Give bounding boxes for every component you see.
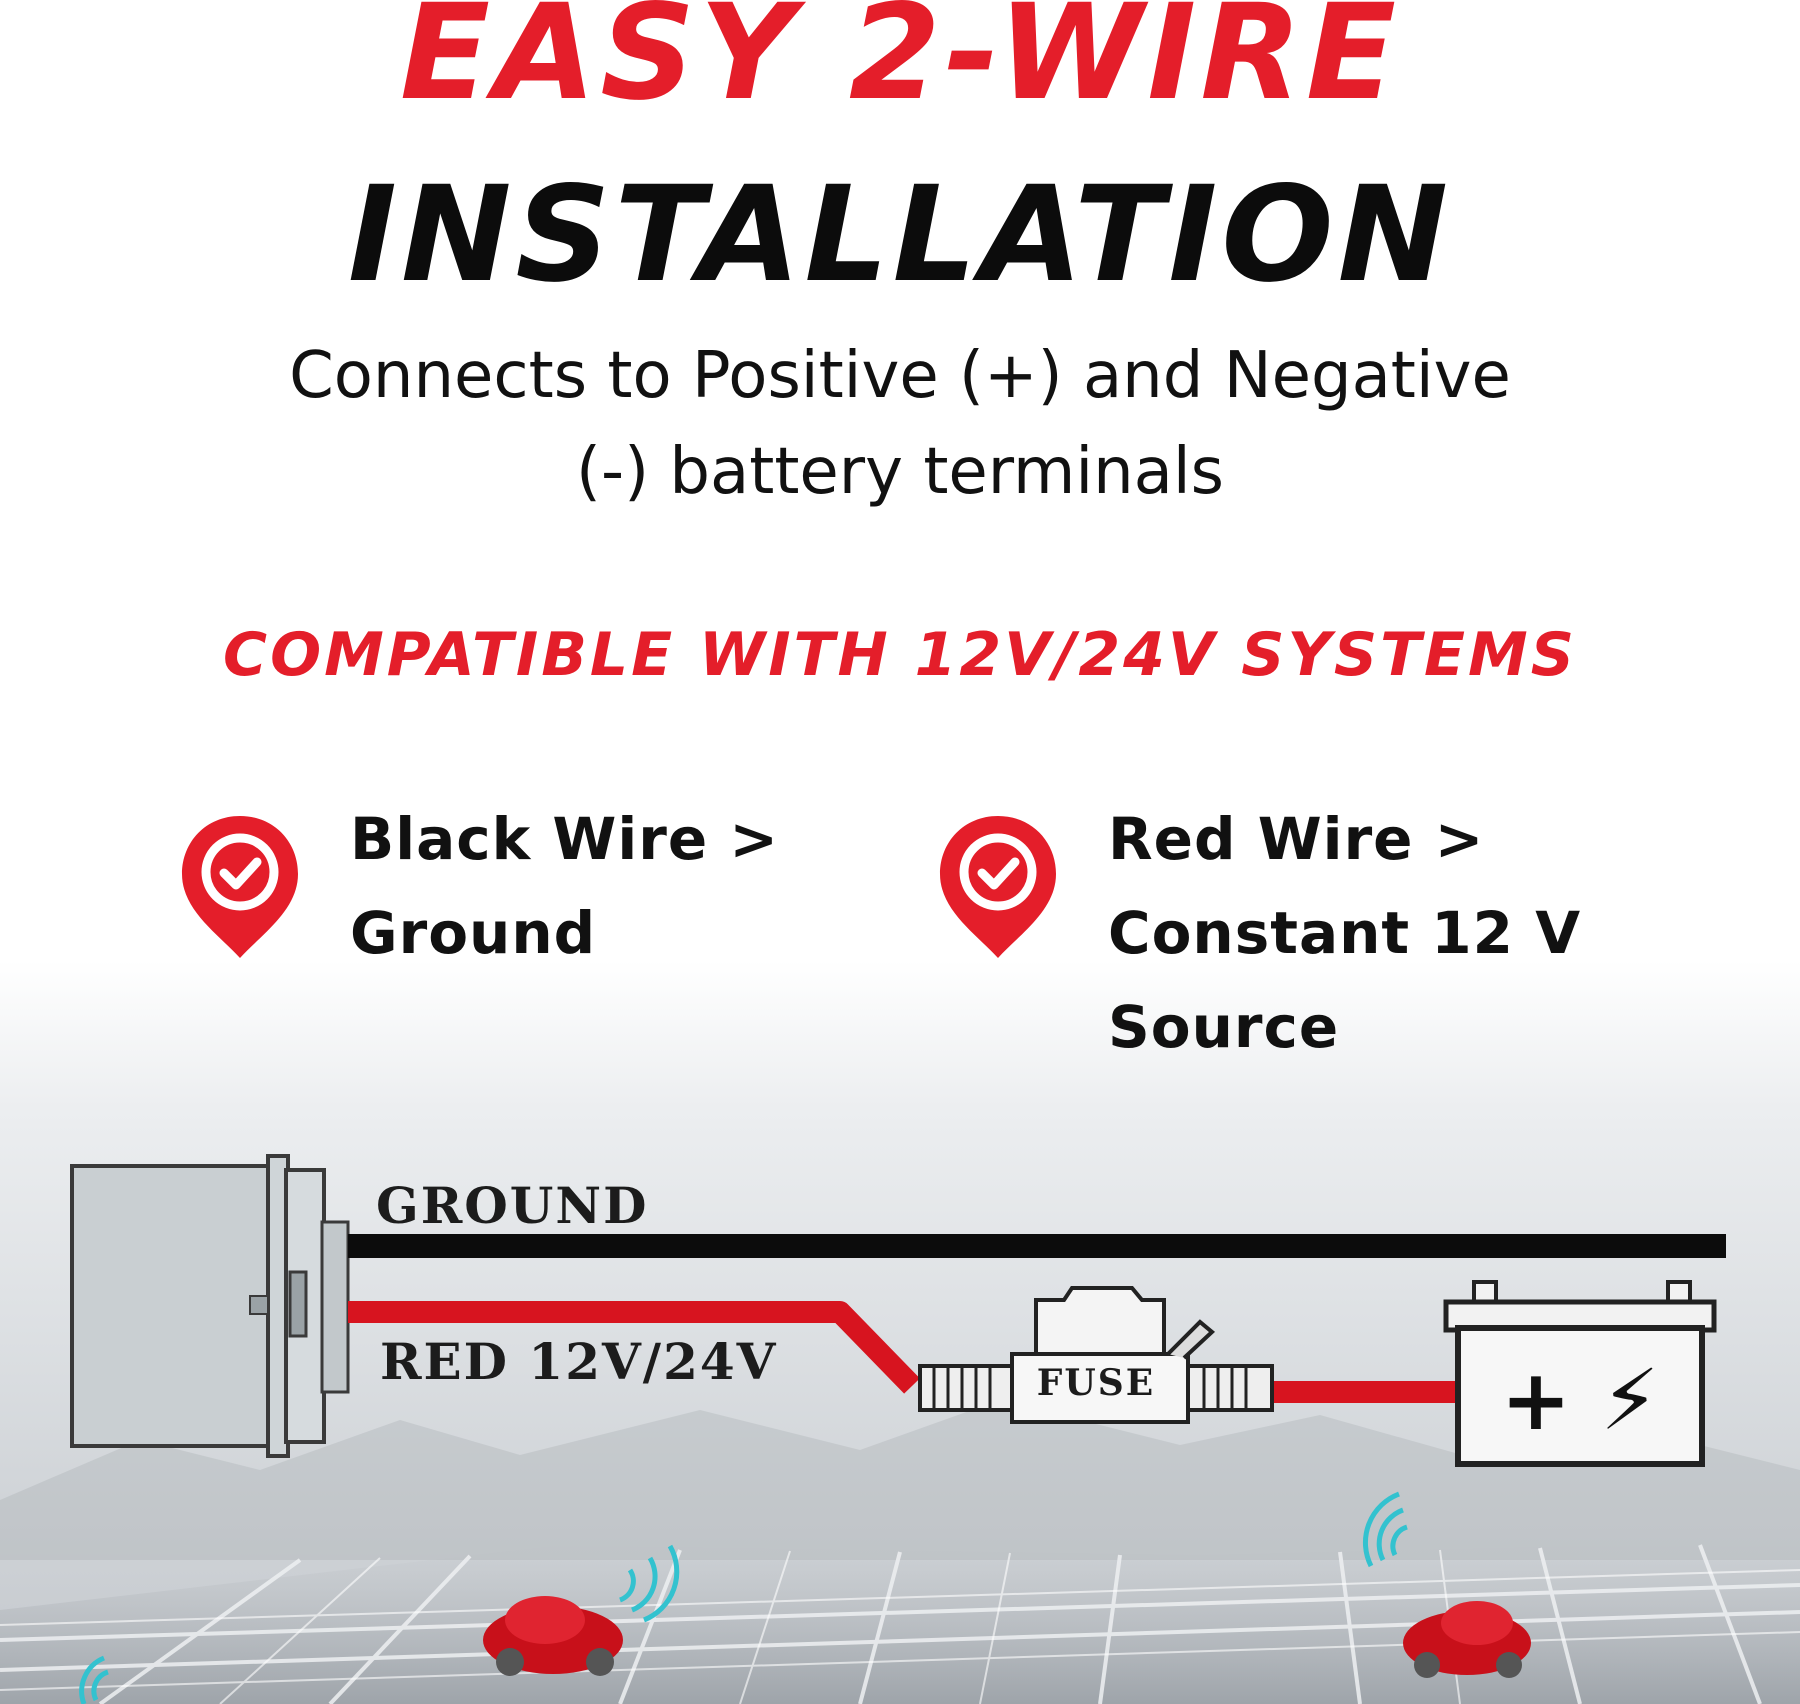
subtitle-line-1: Connects to Positive (+) and Negative (289, 339, 1511, 413)
feature-line: Black Wire > (350, 805, 779, 873)
feature-line: Ground (350, 899, 597, 967)
fuse-label: FUSE (1036, 1362, 1156, 1404)
headline-installation: INSTALLATION (347, 158, 1453, 312)
car-battery-icon (1443, 1280, 1717, 1467)
headline-easy-2-wire: EASY 2-WIRE (399, 0, 1401, 130)
fuse-holder-icon (918, 1286, 1274, 1424)
feature-text: Red Wire > Constant 12 V Source (1108, 792, 1581, 1074)
signal-waves-icon (1362, 1491, 1408, 1568)
gps-tracker-box-icon (70, 1154, 350, 1458)
feature-text: Black Wire > Ground (350, 792, 779, 980)
map-pin-check-icon (940, 816, 1056, 958)
subtitle: Connects to Positive (+) and Negative (-… (0, 328, 1800, 520)
feature-line: Red Wire > (1108, 805, 1485, 873)
map-pin-check-icon (182, 816, 298, 958)
compatibility-banner: COMPATIBLE WITH 12V/24V SYSTEMS (223, 620, 1577, 690)
battery-symbols: + ⚡ (1500, 1351, 1660, 1449)
red-wire-label: RED 12V/24V (380, 1332, 778, 1391)
feature-line: Source (1108, 993, 1340, 1061)
signal-waves-icon (79, 1655, 109, 1704)
map-streets (0, 1540, 1800, 1704)
mountain-silhouette (0, 1400, 1800, 1560)
ground-label: GROUND (376, 1176, 649, 1235)
feature-line: Constant 12 V (1108, 899, 1582, 967)
red-wire (348, 1301, 920, 1394)
red-car-icon (483, 1596, 623, 1676)
red-car-icon (1403, 1601, 1531, 1678)
subtitle-line-2: (-) battery terminals (576, 435, 1224, 509)
signal-waves-icon (618, 1544, 680, 1623)
